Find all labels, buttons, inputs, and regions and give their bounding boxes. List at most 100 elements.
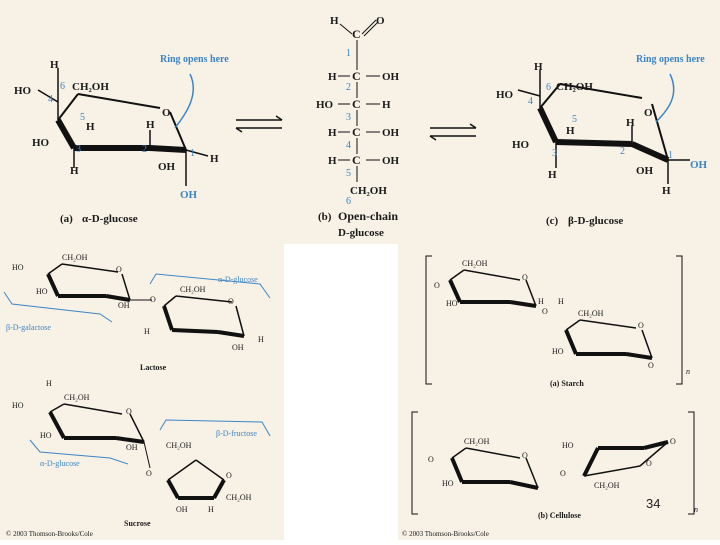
cellulose-name: (b) Cellulose — [538, 511, 581, 520]
cellulose-ho-2: HO — [562, 441, 574, 450]
open-right-4: OH — [382, 127, 400, 139]
lactose-ch2oh-2: CH₂OH — [180, 285, 206, 294]
cellulose-ch2oh-1: CH₂OH — [464, 437, 490, 446]
sucrose-ch2oh: CH₂OH — [64, 393, 90, 402]
starch-o-left: O — [434, 281, 440, 290]
beta-h-1: H — [662, 185, 671, 197]
alpha-ring-o: O — [162, 107, 171, 119]
sucrose-glyco-o: O — [146, 469, 152, 478]
beta-oh-1: OH — [690, 159, 708, 171]
open-ch2oh: CH₂OH — [350, 185, 387, 197]
beta-num-6: 6 — [546, 82, 551, 93]
cellulose-ring-o-2: O — [646, 459, 652, 468]
lactose-ch2oh: CH₂OH — [62, 253, 88, 262]
lactose-ring-o: O — [116, 265, 122, 274]
alpha-ch2oh: CH₂OH — [72, 81, 109, 93]
alpha-h-top: H — [50, 59, 59, 71]
beta-num-2: 2 — [620, 146, 625, 157]
sucrose-name: Sucrose — [124, 519, 151, 528]
sucrose-label-left: α-D-glucose — [40, 459, 80, 468]
alpha-num-5: 5 — [80, 112, 85, 123]
lactose-structure: H CH₂OH HO O HO OH O CH₂OH O H OH H β-D-… — [3, 237, 271, 372]
open-chain-structure: H O C 1 2 3 4 5 6 C C C C H HO H H OH H … — [316, 15, 400, 207]
sucrose-ring-o-f: O — [226, 471, 232, 480]
sucrose-ho-3: HO — [40, 431, 52, 440]
alpha-ring-opens-note: Ring opens here — [160, 54, 229, 65]
sucrose-ch2oh-f1: CH₂OH — [166, 441, 192, 450]
open-caption-line1: Open-chain — [338, 209, 398, 223]
alpha-num-3: 3 — [76, 144, 81, 155]
alpha-num-2: 2 — [142, 144, 147, 155]
lactose-label-right: α-D-glucose — [218, 275, 258, 284]
cellulose-ho-1: HO — [442, 479, 454, 488]
beta-num-3: 3 — [552, 148, 557, 159]
open-num-3: 3 — [346, 112, 351, 123]
lactose-ring-o2: O — [228, 297, 234, 306]
beta-ring-opens-note: Ring opens here — [636, 54, 705, 65]
starch-glyco-o: O — [542, 307, 548, 316]
starch-ho-2: HO — [552, 347, 564, 356]
lactose-glyco-o: O — [150, 295, 156, 304]
alpha-oh-1: OH — [180, 189, 198, 201]
top-panel: H HO 6 CH₂OH 4 5 H O H HO 3 2 1 H H OH O… — [0, 0, 720, 244]
open-caption-letter: (b) — [318, 211, 332, 223]
open-left-4: H — [328, 127, 337, 139]
open-right-3: H — [382, 99, 391, 111]
polysaccharide-panel: CH₂OH O O HO H H O CH₂OH O HO O n (a) St… — [398, 244, 720, 540]
open-c5: C — [352, 153, 361, 167]
disaccharide-diagram: H CH₂OH HO O HO OH O CH₂OH O H OH H β-D-… — [3, 237, 271, 538]
cellulose-subscript: n — [694, 505, 698, 514]
polysaccharide-diagram: CH₂OH O O HO H H O CH₂OH O HO O n (a) St… — [402, 255, 698, 538]
open-num-5: 5 — [346, 168, 351, 179]
equilibrium-arrow-right — [429, 123, 477, 141]
lactose-ho-3: HO — [36, 287, 48, 296]
open-right-2: OH — [382, 71, 400, 83]
beta-num-1: 1 — [668, 150, 673, 161]
sucrose-ring-o: O — [126, 407, 132, 416]
open-left-5: H — [328, 155, 337, 167]
lactose-name: Lactose — [140, 363, 167, 372]
open-h-top: H — [330, 15, 339, 27]
beta-ho-3: HO — [512, 139, 530, 151]
beta-glucose-structure: H HO 6 CH₂OH 4 5 H O H HO 3 2 1 H OH OH … — [496, 61, 708, 197]
alpha-h-5: H — [86, 121, 95, 133]
open-c4: C — [352, 125, 361, 139]
disaccharide-panel: H CH₂OH HO O HO OH O CH₂OH O H OH H β-D-… — [0, 237, 284, 540]
starch-ring-o-1: O — [522, 273, 528, 282]
beta-caption-letter: (c) — [546, 215, 559, 227]
sucrose-ch2oh-f6: CH₂OH — [226, 493, 252, 502]
sucrose-h-top: H — [46, 379, 52, 388]
beta-h-3: H — [548, 169, 557, 181]
alpha-h-3: H — [70, 165, 79, 177]
sucrose-ho-4: HO — [12, 401, 24, 410]
alpha-oh-2: OH — [158, 161, 176, 173]
copyright-right: © 2003 Thomson-Brooks/Cole — [402, 530, 489, 538]
starch-name: (a) Starch — [550, 379, 584, 388]
lactose-h-top: H — [44, 244, 50, 246]
starch-ch2oh-1: CH₂OH — [462, 259, 488, 268]
alpha-h-1: H — [210, 153, 219, 165]
beta-ch2oh: CH₂OH — [556, 81, 593, 93]
open-left-2: H — [328, 71, 337, 83]
open-c3: C — [352, 97, 361, 111]
sucrose-structure: H CH₂OH HO O HO OH O CH₂OH O CH₂OH OH H … — [12, 379, 271, 528]
alpha-glucose-structure: H HO 6 CH₂OH 4 5 H O H HO 3 2 1 H H OH O… — [14, 59, 219, 201]
beta-oh-2: OH — [636, 165, 654, 177]
cellulose-ch2oh-2: CH₂OH — [594, 481, 620, 490]
beta-h-2: H — [626, 117, 635, 129]
open-num-4: 4 — [346, 140, 351, 151]
open-c2: C — [352, 69, 361, 83]
beta-caption: β-D-glucose — [568, 215, 623, 227]
sucrose-h-f4: H — [208, 505, 214, 514]
starch-o-right: O — [648, 361, 654, 370]
cellulose-o-left: O — [428, 455, 434, 464]
glucose-forms-diagram: H HO 6 CH₂OH 4 5 H O H HO 3 2 1 H H OH O… — [14, 15, 708, 239]
sucrose-label-right: β-D-fructose — [216, 429, 257, 438]
alpha-num-6: 6 — [60, 81, 65, 92]
equilibrium-arrow-left — [235, 115, 283, 133]
open-left-3: HO — [316, 99, 334, 111]
lactose-h-1: H — [258, 335, 264, 344]
starch-h-1: H — [538, 297, 544, 306]
starch-ring-o-2: O — [638, 321, 644, 330]
copyright-left: © 2003 Thomson-Brooks/Cole — [6, 530, 93, 538]
